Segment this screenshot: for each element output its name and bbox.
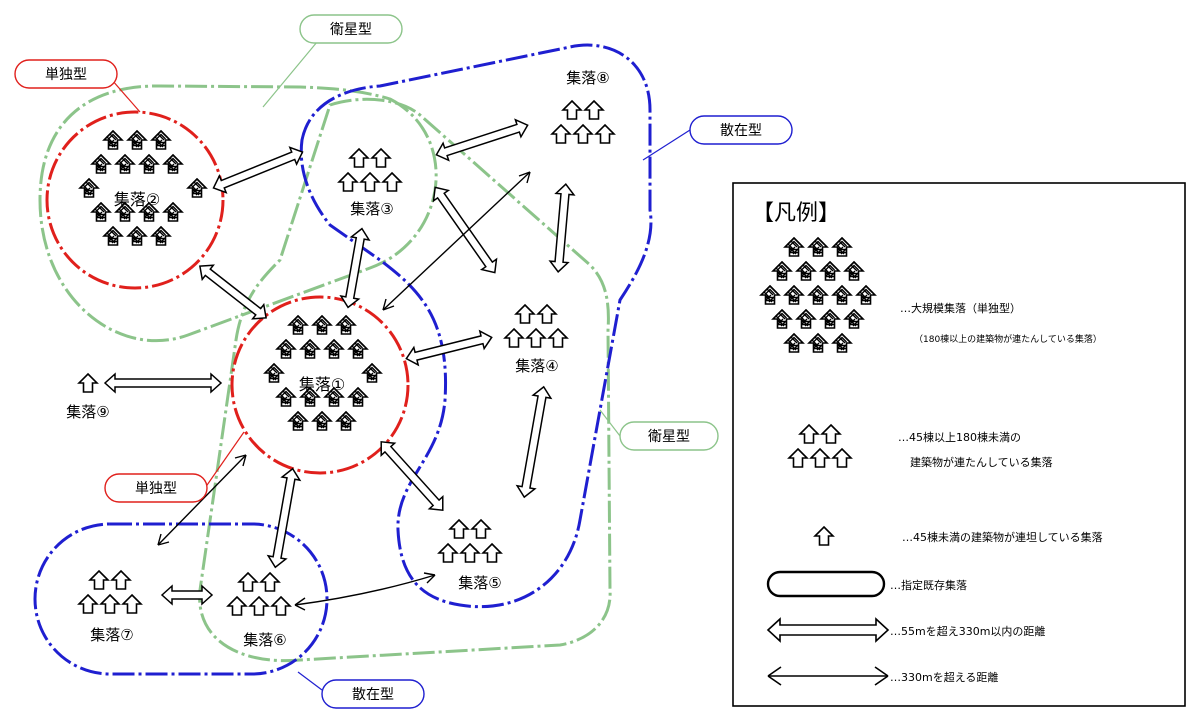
svg-text:衛星型: 衛星型 — [648, 429, 690, 445]
label-s4: 集落④ — [515, 357, 558, 375]
legend-large-text: …大規模集落（単独型） — [900, 301, 1021, 315]
arrow-s9-s1 — [103, 372, 223, 394]
legend-medium-text-1: …45棟以上180棟未満の — [898, 430, 1021, 444]
arrow-s2-s3 — [212, 146, 304, 194]
legend: 【凡例】 …大規模集落（単独型） （180棟以上の建築物が連たんしている集落） … — [732, 182, 1186, 707]
legend-far-arrow-icon — [767, 666, 889, 686]
legend-near-arrow-icon — [766, 617, 890, 643]
cluster-s1-large — [264, 315, 382, 431]
callout-sanzai-bottom — [321, 679, 425, 709]
arrow-s1-s5 — [380, 440, 444, 512]
svg-text:単独型: 単独型 — [135, 481, 177, 497]
legend-far-text: …330mを超える距離 — [890, 670, 998, 684]
legend-medium-text-2: 建築物が連たんしている集落 — [910, 455, 1053, 469]
label-s1: 集落① — [299, 375, 345, 394]
cluster-s9-small — [78, 373, 98, 393]
arrows — [103, 118, 576, 606]
svg-text:散在型: 散在型 — [352, 687, 394, 703]
label-s8: 集落⑧ — [566, 69, 609, 87]
label-s2: 集落② — [114, 190, 160, 209]
sanzai-outline-large — [299, 43, 653, 609]
arrow-s2-s1 — [199, 264, 267, 320]
cluster-s3-medium — [338, 148, 402, 192]
cluster-s8-medium — [551, 100, 615, 144]
tandoku-circle-s2 — [45, 110, 225, 290]
label-s9: 集落⑨ — [66, 403, 109, 421]
svg-text:散在型: 散在型 — [720, 123, 762, 139]
tandoku-circle-s1 — [230, 295, 410, 475]
callout-sanzai-right — [689, 115, 793, 145]
legend-designated-text: …指定既存集落 — [890, 578, 967, 592]
legend-designated-icon — [766, 570, 886, 598]
eisei-outline-main — [198, 97, 612, 663]
cluster-s2-large — [79, 130, 207, 246]
arrow-s4-s5 — [515, 385, 553, 499]
cluster-s7-medium — [78, 570, 142, 614]
arrow-s1-s6 — [266, 467, 302, 569]
svg-text:単独型: 単独型 — [45, 67, 87, 83]
callout-eisei-right — [619, 421, 719, 451]
thin-arrows — [157, 171, 531, 611]
thin-arrow-s1-s7 — [157, 454, 247, 546]
arrow-s1-s4 — [405, 329, 493, 367]
legend-title: 【凡例】 — [752, 201, 840, 226]
arrow-s3-s8 — [435, 118, 529, 162]
thin-arrow-s1-s8 — [382, 171, 531, 311]
callout-eisei-top — [299, 14, 403, 44]
callouts: 衛星型 単独型 散在型 衛星型 単独型 散在型 — [14, 14, 793, 709]
label-s5: 集落⑤ — [458, 574, 501, 592]
eisei-outline-upper-left — [38, 84, 438, 343]
callout-tandoku-top — [14, 59, 118, 89]
arrow-s7-s6 — [160, 584, 214, 606]
arrow-s3-s4 — [432, 186, 498, 274]
label-s6: 集落⑥ — [243, 631, 286, 649]
legend-near-text: …55mを超え330m以内の距離 — [890, 624, 1045, 638]
svg-text:衛星型: 衛星型 — [330, 22, 372, 38]
legend-large-note: （180棟以上の建築物が連たんしている集落） — [914, 333, 1102, 345]
cluster-s5-medium — [438, 519, 502, 563]
settlement-labels: 集落① 集落② 集落③ 集落④ 集落⑤ 集落⑥ 集落⑦ 集落⑧ 集落⑨ — [66, 69, 609, 649]
callout-tandoku-mid — [104, 473, 208, 503]
arrow-s8-s4 — [548, 183, 576, 273]
cluster-s6-medium — [227, 572, 291, 616]
legend-small-text: …45棟未満の建築物が連坦している集落 — [902, 530, 1103, 544]
label-s7: 集落⑦ — [90, 626, 133, 644]
arrow-s3-s1 — [339, 227, 371, 309]
thin-arrow-s6-s5 — [294, 574, 436, 606]
sanzai-outline-bottom — [33, 522, 329, 676]
cluster-s4-medium — [504, 304, 568, 348]
label-s3: 集落③ — [350, 200, 393, 218]
